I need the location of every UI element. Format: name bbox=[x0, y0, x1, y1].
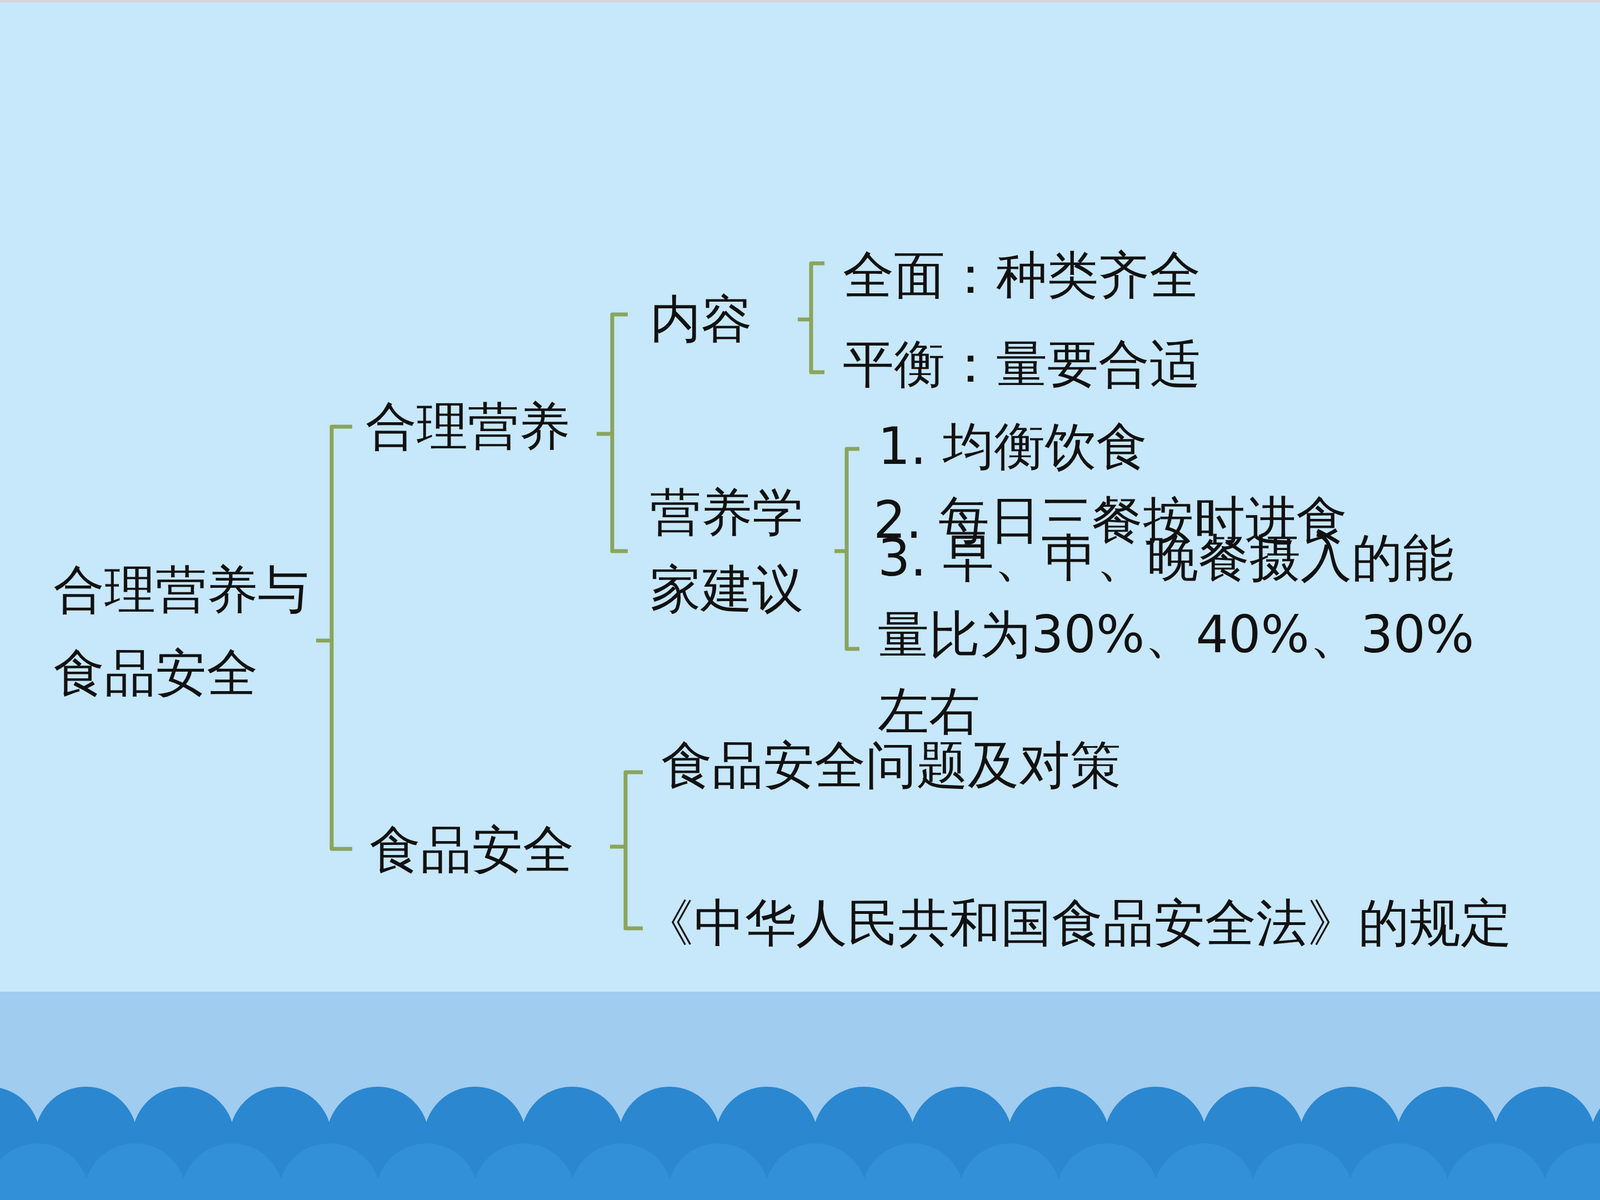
leaf-item: 3. 早、中、晚餐摄入的能 量比为30%、40%、30%左右 bbox=[877, 520, 1562, 750]
wave-circle bbox=[1445, 1143, 1548, 1200]
wave-circle bbox=[1250, 1143, 1353, 1200]
sub-topic: 内容 bbox=[650, 288, 753, 350]
root-topic: 合理营养与 食品安全 bbox=[53, 548, 343, 715]
bracket bbox=[797, 263, 825, 373]
bracket bbox=[596, 314, 628, 552]
wave-circles bbox=[0, 1086, 1600, 1200]
wave-circle bbox=[861, 1143, 964, 1200]
wave-circle bbox=[667, 1143, 770, 1200]
wave-circle bbox=[1056, 1143, 1159, 1200]
wave-circle bbox=[1347, 1143, 1450, 1200]
wave-circle bbox=[1153, 1143, 1256, 1200]
sub-topic: 营养学 家建议 bbox=[650, 474, 834, 628]
brackets bbox=[316, 263, 860, 929]
leaf-item: 1. 均衡饮食 bbox=[877, 416, 1148, 478]
wave-circle bbox=[1542, 1143, 1600, 1200]
leaf-item: 全面：种类齐全 bbox=[842, 245, 1201, 307]
wave-circle bbox=[0, 1143, 89, 1200]
leaf-item: 平衡：量要合适 bbox=[842, 333, 1201, 395]
wave-circle bbox=[278, 1143, 381, 1200]
wave-circle bbox=[958, 1143, 1062, 1200]
bracket bbox=[316, 426, 353, 849]
branch-topic: 合理营养 bbox=[365, 396, 570, 458]
wave-circle bbox=[375, 1143, 478, 1200]
wave-circle bbox=[764, 1143, 867, 1200]
branch-topic: 食品安全 bbox=[369, 819, 574, 881]
wave-circle bbox=[181, 1143, 284, 1200]
sub-topic: 食品安全问题及对策 bbox=[661, 735, 1122, 797]
wave-circle bbox=[570, 1143, 673, 1200]
bracket bbox=[610, 772, 643, 929]
sub-topic: 《中华人民共和国食品安全法》的规定 bbox=[642, 892, 1512, 954]
top-rule bbox=[0, 0, 1600, 3]
bracket bbox=[834, 448, 860, 649]
wave-circle bbox=[83, 1143, 187, 1200]
wave-circle bbox=[472, 1143, 575, 1200]
